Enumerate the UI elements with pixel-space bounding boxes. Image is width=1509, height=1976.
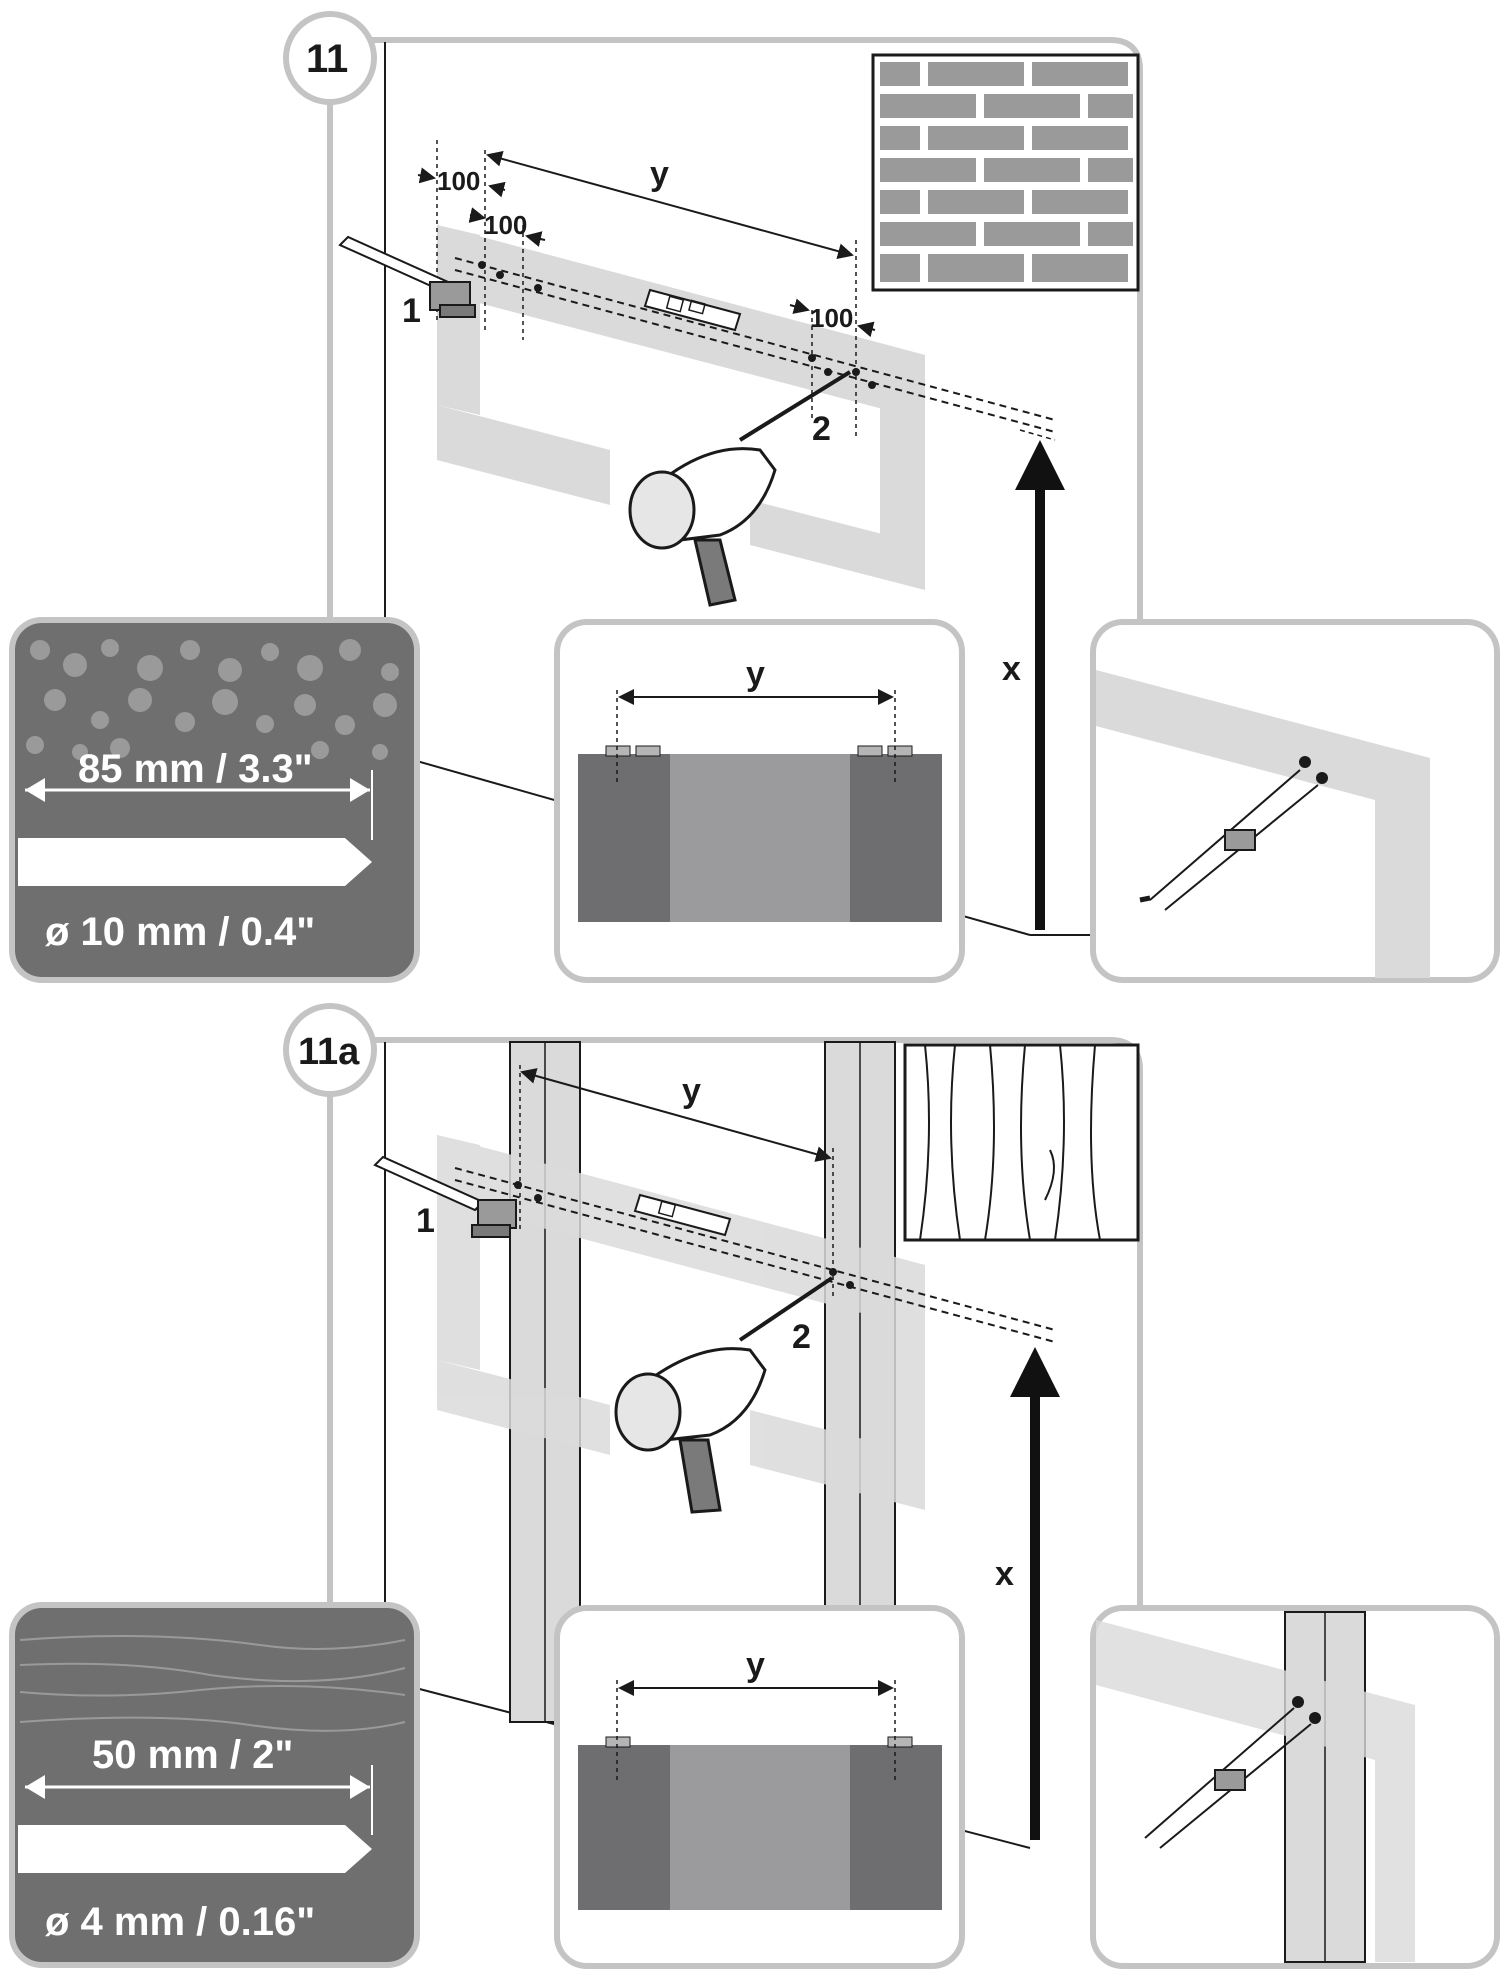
step-11a-label: 11a xyxy=(298,1031,360,1073)
point-2-label: 2 xyxy=(812,410,831,448)
drill-diameter-label: ø 10 mm / 0.4" xyxy=(45,910,315,954)
spirit-level-icon xyxy=(643,288,742,332)
panel-11: y 100 100 100 1 2 xyxy=(9,37,1500,983)
panel-11a: y 1 2 x xyxy=(9,1037,1500,1969)
tv-outline-shape xyxy=(437,225,925,590)
wood-material-tile: 50 mm / 2" ø 4 mm / 0.16" xyxy=(9,1602,420,1968)
wall-bracket-icon xyxy=(429,281,476,318)
dimension-y-label: y xyxy=(650,155,669,193)
concrete-material-tile: 85 mm / 3.3" ø 10 mm / 0.4" xyxy=(9,617,420,983)
drill-depth-label-11a: 50 mm / 2" xyxy=(92,1733,293,1777)
step-11-label: 11 xyxy=(306,37,348,81)
wood-wall-icon xyxy=(903,1043,1140,1242)
wall-bracket-icon-11a xyxy=(471,1199,517,1238)
power-drill-icon xyxy=(628,370,852,607)
point-2-label-11a: 2 xyxy=(792,1318,811,1356)
power-drill-icon-11a xyxy=(614,1276,834,1514)
drill-depth-label: 85 mm / 3.3" xyxy=(78,747,313,791)
inset-y-label-11a: y xyxy=(746,1646,765,1684)
offset-100-label-c: 100 xyxy=(810,303,853,333)
drill-hole-markers xyxy=(478,261,876,389)
dimension-y-label-11a: y xyxy=(682,1072,701,1110)
step-11-badge: 11 xyxy=(283,11,377,105)
height-x-label-11a: x xyxy=(995,1555,1014,1593)
height-x-label: x xyxy=(1002,650,1021,688)
step-11a-badge: 11a xyxy=(283,1003,377,1097)
tv-bracket-inset-11a: y xyxy=(554,1605,965,1969)
point-1-label: 1 xyxy=(402,292,421,330)
point-1-label-11a: 1 xyxy=(416,1202,435,1240)
offset-100-label-a: 100 xyxy=(437,166,480,196)
inset-y-label: y xyxy=(746,655,765,693)
offset-100-label-b: 100 xyxy=(484,210,527,240)
spirit-level-icon-11a xyxy=(633,1193,732,1237)
wood-anchor-inset xyxy=(1090,1605,1500,1969)
tv-bracket-inset: y xyxy=(554,619,965,983)
drill-diameter-label-11a: ø 4 mm / 0.16" xyxy=(45,1900,315,1944)
brick-wall-icon xyxy=(871,53,1140,292)
wall-anchor-inset xyxy=(1090,619,1500,983)
